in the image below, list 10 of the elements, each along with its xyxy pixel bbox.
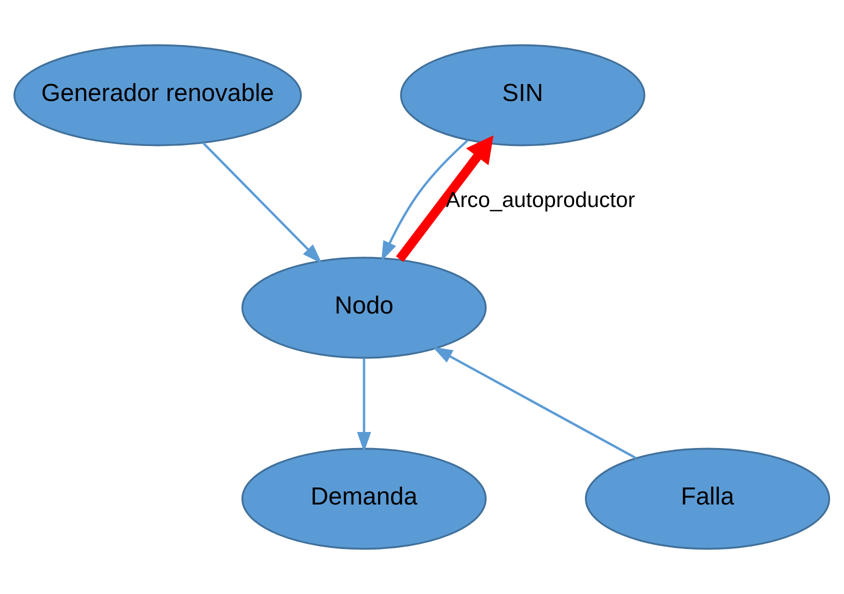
arrow [202, 142, 322, 264]
node-ellipse: Falla [584, 448, 830, 550]
arrow [432, 346, 637, 460]
node-ellipse: Generador renovable [13, 44, 302, 146]
arrow [381, 139, 469, 262]
node-ellipse: SIN [400, 44, 646, 146]
node-ellipse: Nodo [241, 256, 487, 359]
arrow [357, 358, 372, 452]
node-ellipse: Demanda [241, 448, 487, 550]
arrow [396, 135, 494, 262]
